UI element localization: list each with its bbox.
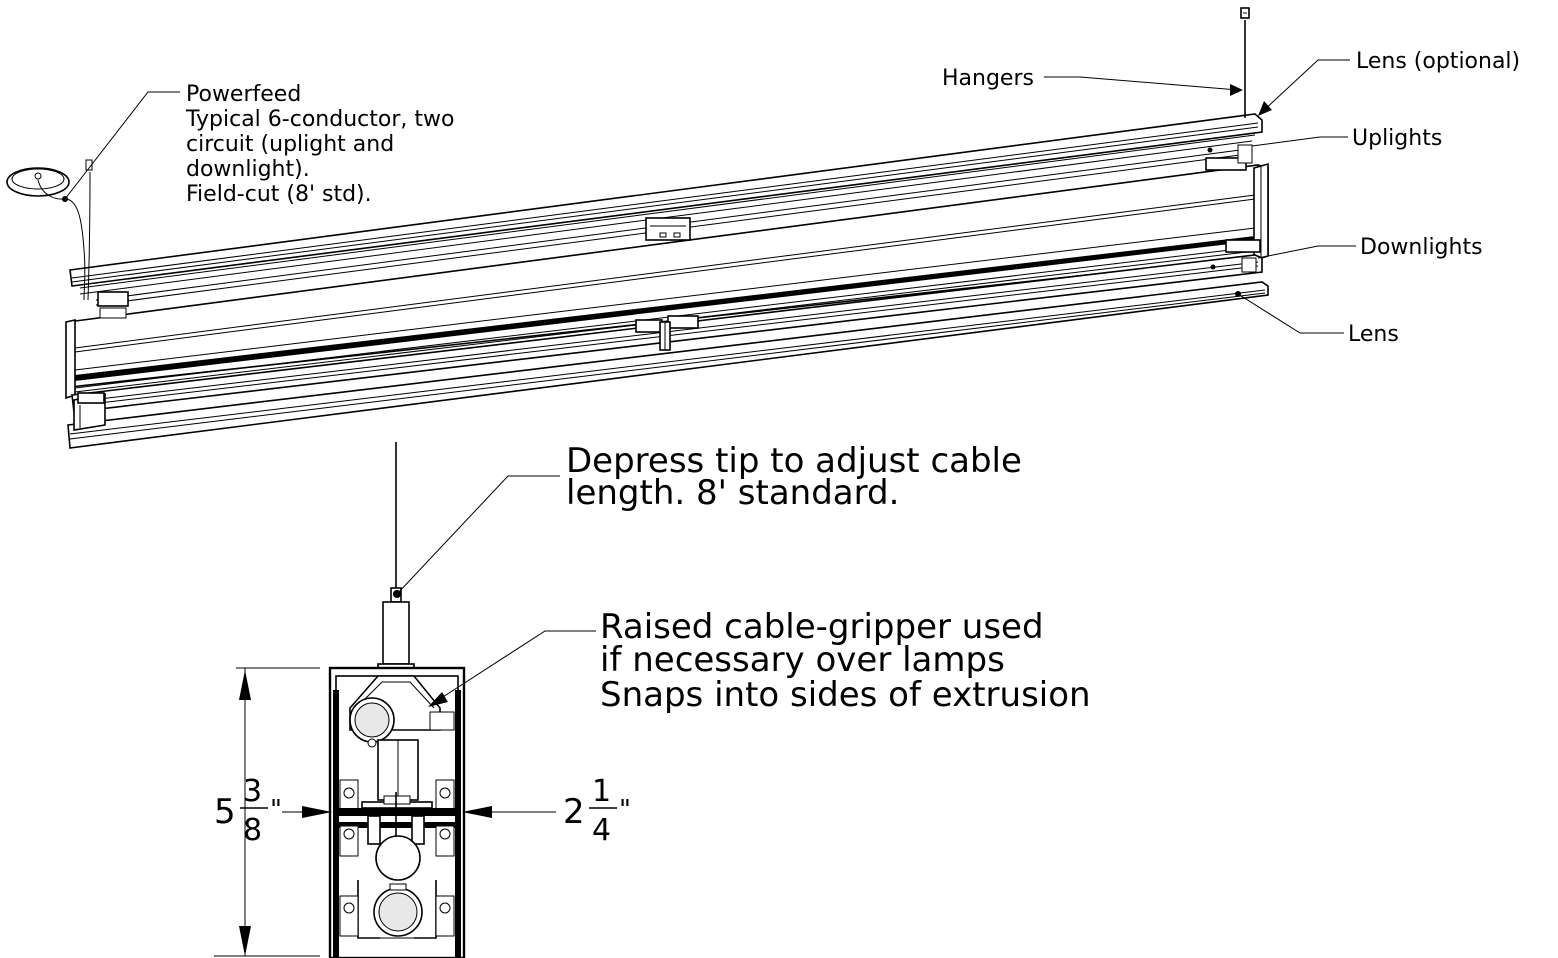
right-upper-bracket xyxy=(1205,144,1253,171)
lens-rail xyxy=(67,281,1269,449)
fixture-isometric-view xyxy=(6,7,1269,449)
raised-gripper-line-3: Snaps into sides of extrusion xyxy=(600,675,1091,715)
powerfeed-desc-line-2: circuit (uplight and xyxy=(186,132,394,157)
powerfeed-callout: Powerfeed Typical 6-conductor, two circu… xyxy=(62,82,454,207)
raised-gripper-line-1: Raised cable-gripper used xyxy=(600,607,1044,647)
hangers-callout: Hangers xyxy=(942,66,1243,96)
depress-tip-callout: Depress tip to adjust cable length. 8' s… xyxy=(393,441,1022,598)
hangers-label: Hangers xyxy=(942,66,1034,91)
raised-gripper-line-2: if necessary over lamps xyxy=(600,640,1005,680)
fixture-cross-section xyxy=(328,442,466,958)
mid-top-bracket xyxy=(645,217,691,241)
lens-optional-label: Lens (optional) xyxy=(1356,49,1520,74)
powerfeed-label: Powerfeed xyxy=(186,82,301,107)
height-dimension xyxy=(214,667,320,957)
width-dimension-label: 2 1 4 " xyxy=(563,774,631,848)
raised-gripper-callout: Raised cable-gripper used if necessary o… xyxy=(428,607,1091,715)
width-dimension xyxy=(302,806,556,818)
height-unit: " xyxy=(270,795,282,825)
uplights-callout: Uplights xyxy=(1251,126,1442,151)
left-brackets xyxy=(77,291,129,404)
mid-bottom-bracket xyxy=(635,315,699,351)
hanger-cable xyxy=(1240,7,1250,118)
lens-label: Lens xyxy=(1348,322,1399,347)
width-numerator: 1 xyxy=(592,774,611,809)
downlights-callout: Downlights xyxy=(1257,235,1483,260)
powerfeed-desc-line-1: Typical 6-conductor, two xyxy=(185,107,454,132)
downlights-label: Downlights xyxy=(1360,235,1483,260)
fixture-housing xyxy=(65,162,1269,400)
width-whole: 2 xyxy=(563,792,585,832)
powerfeed-desc-line-3: downlight). xyxy=(186,157,310,182)
height-whole: 5 xyxy=(214,792,236,832)
powerfeed-canopy xyxy=(6,159,93,301)
lens-callout: Lens xyxy=(1235,291,1399,347)
powerfeed-desc-line-4: Field-cut (8' std). xyxy=(186,182,372,207)
depress-tip-line-2: length. 8' standard. xyxy=(566,473,899,513)
lens-optional-callout: Lens (optional) xyxy=(1258,49,1520,116)
right-lower-bracket xyxy=(1210,239,1261,273)
height-denominator: 8 xyxy=(243,813,262,848)
uplights-label: Uplights xyxy=(1352,126,1442,151)
depress-tip-line-1: Depress tip to adjust cable xyxy=(566,441,1022,481)
height-dimension-label: 5 3 8 " xyxy=(214,774,302,848)
width-unit: " xyxy=(619,795,631,825)
width-denominator: 4 xyxy=(592,813,611,848)
height-numerator: 3 xyxy=(243,774,262,809)
